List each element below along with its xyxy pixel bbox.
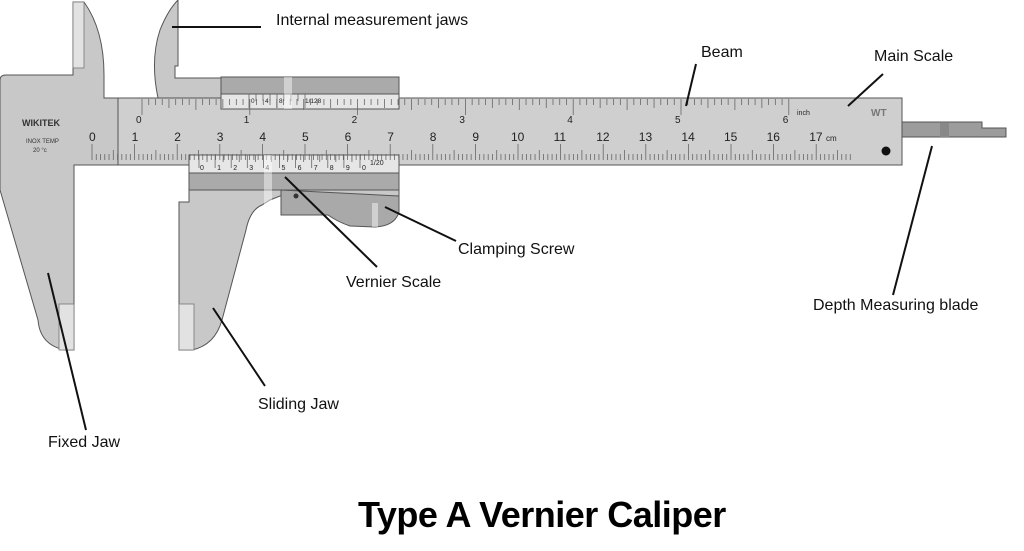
cm-number: 12 [596,130,610,144]
cm-number: 13 [639,130,653,144]
inch-unit-label: inch [797,110,810,117]
inch-vernier-number: 8 [279,98,283,105]
metric-vernier-number: 3 [249,165,253,172]
leader-sliding-jaw [212,307,266,387]
sliding-internal-jaw [153,0,223,99]
lower-slider [188,172,400,191]
upper-slider [220,76,400,95]
label-fixed-jaw: Fixed Jaw [48,434,121,451]
label-beam: Beam [701,44,743,61]
cm-number: 9 [472,130,479,144]
fixed-inner-jaw-face [72,1,85,69]
metric-vernier-number: 5 [282,165,286,172]
cm-number: 2 [174,130,181,144]
cm-number: 17 [809,130,823,144]
leader-main-scale [847,73,884,107]
inch-vernier-resolution: 1/128 [305,98,322,105]
inch-number: 1 [244,115,250,126]
leader-vernier-scale [284,176,378,268]
label-vernier-scale: Vernier Scale [346,274,442,291]
label-internal-jaws: Internal measurement jaws [276,12,469,29]
brand-material-1: INOX TEMP [26,139,59,145]
inch-vernier-number: 4 [265,98,269,105]
metric-vernier-number: 6 [298,165,302,172]
cm-number: 7 [387,130,394,144]
inch-number: 6 [783,115,789,126]
metric-vernier-resolution: 1/20 [370,160,384,167]
cm-number: 14 [681,130,695,144]
cm-number: 3 [217,130,224,144]
label-main-scale: Main Scale [874,48,954,65]
diagram-title: Type A Vernier Caliper [358,494,726,535]
cm-number: 4 [259,130,266,144]
inch-vernier-number: 0 [251,98,255,105]
highlight-reflection [372,203,378,227]
metric-vernier-number: 2 [233,165,237,172]
cm-number: 8 [430,130,437,144]
leader-beam [685,63,697,107]
cm-number: 15 [724,130,738,144]
inch-number: 4 [567,115,573,126]
label-clamping-screw: Clamping Screw [458,241,575,258]
brand-logo: WT [871,108,887,119]
cm-number: 16 [767,130,781,144]
leader-clamping-screw [384,206,457,242]
cm-number: 11 [554,130,567,144]
cm-number: 10 [511,130,525,144]
inch-number: 2 [352,115,358,126]
metric-vernier-number: 4 [265,165,269,172]
fixed-jaw [0,1,119,351]
metric-vernier-number: 1 [217,165,221,172]
cm-unit-label: cm [826,134,837,143]
depth-blade-mark [940,123,949,137]
cm-number: 6 [345,130,352,144]
screw-dot [293,193,299,199]
label-depth-blade: Depth Measuring blade [813,297,979,314]
label-sliding-jaw: Sliding Jaw [258,396,339,413]
brand-material-2: 20 °c [33,148,47,154]
metric-vernier-number: 8 [330,165,334,172]
depth-blade [901,121,1007,138]
metric-vernier-number: 0 [200,165,204,172]
beam-dot [881,146,891,156]
brand-name: WIKITEK [22,118,60,128]
metric-vernier-number: 0 [362,165,366,172]
cm-number: 1 [132,130,139,144]
leader-depth-blade [892,145,933,296]
metric-vernier-number: 9 [346,165,350,172]
clamping-screw [280,189,400,228]
inch-number: 0 [136,115,142,126]
inch-number: 5 [675,115,681,126]
highlight-reflection [284,77,292,109]
sliding-jaw-tip [178,303,195,351]
leader-fixed-jaw [47,272,87,431]
inch-number: 3 [459,115,465,126]
cm-number: 5 [302,130,309,144]
inch-vernier-strip [220,93,400,110]
highlight-reflection [264,155,272,208]
cm-number: 0 [89,130,96,144]
metric-vernier-number: 7 [314,165,318,172]
